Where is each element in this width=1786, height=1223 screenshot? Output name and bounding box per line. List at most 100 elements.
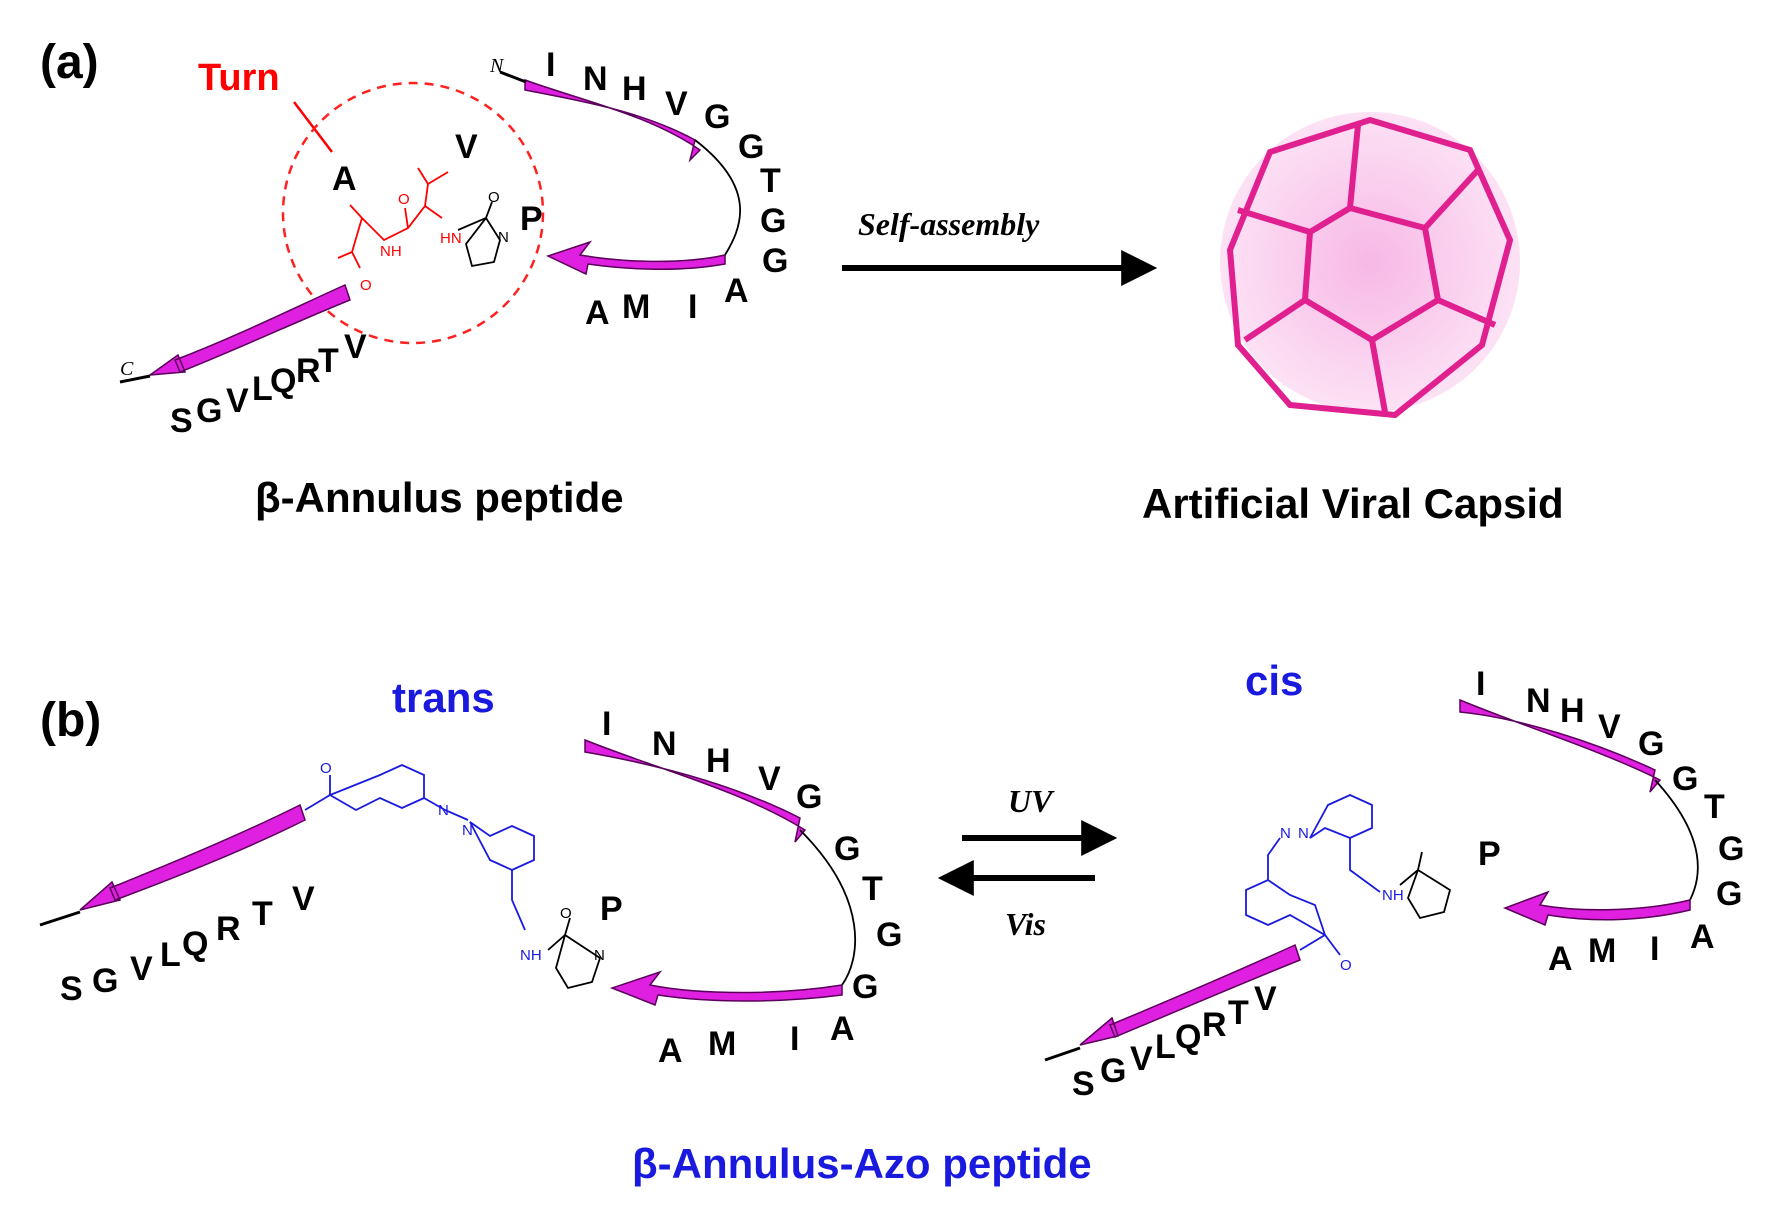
residue: S (60, 970, 83, 1008)
uv-label: UV (1008, 783, 1055, 819)
strand-c-term (147, 283, 351, 376)
atom-label: N (1298, 825, 1309, 842)
trans-strand-middle (609, 970, 843, 1006)
capsid-icon (1220, 112, 1520, 419)
residue: G (1672, 760, 1698, 798)
residue: Q (1175, 1018, 1201, 1056)
cis-label: cis (1245, 657, 1303, 704)
trans-azo-linker: O N N NH N O (304, 760, 605, 990)
cis-c-tail (1044, 1046, 1081, 1062)
strand-top (524, 78, 702, 163)
residue: M (708, 1025, 736, 1063)
residue: V (665, 85, 688, 123)
turn-pointer (293, 101, 333, 153)
residue: S (1072, 1065, 1095, 1103)
residue: V (1598, 708, 1621, 746)
residue: S (170, 402, 193, 440)
cis-azo-linker: N N O NH (1245, 794, 1452, 974)
turn-structure: NH HN O O N O (337, 167, 509, 294)
trans-strand-top (584, 738, 807, 843)
atom-label: N (498, 229, 509, 246)
residue: R (1202, 1006, 1227, 1044)
residue: P (1478, 835, 1501, 873)
atom-label: NH (380, 243, 402, 260)
residue: I (1476, 665, 1485, 703)
atom-label: N (594, 947, 605, 964)
panel-a: (a) Turn N C I N H V G G T G G A I M (40, 36, 1564, 527)
residue: M (622, 288, 650, 326)
atom-label: O (1340, 957, 1352, 974)
residue: I (688, 288, 697, 326)
residue: T (862, 870, 883, 908)
residue: N (583, 60, 608, 98)
strand-middle (545, 240, 726, 276)
n-term-tail (499, 70, 527, 84)
residue: I (602, 705, 611, 743)
residue: T (760, 162, 781, 200)
residue: G (852, 968, 878, 1006)
caption-capsid: Artificial Viral Capsid (1142, 480, 1564, 527)
residue: V (344, 328, 367, 366)
atom-label: NH (1382, 887, 1404, 904)
residue: I (790, 1020, 799, 1058)
residue: G (796, 778, 822, 816)
residues-bottom-a: A I M A (585, 272, 749, 332)
turn-residue-a: A (332, 160, 357, 198)
trans-c-tail (39, 910, 81, 927)
trans-loop (799, 829, 856, 986)
residue: G (762, 242, 788, 280)
residue: G (1638, 725, 1664, 763)
trans-label: trans (392, 674, 495, 721)
residue: R (296, 352, 321, 390)
c-terminus: C (120, 358, 134, 380)
residue: G (760, 202, 786, 240)
residue: G (1100, 1052, 1126, 1090)
residue: I (546, 46, 555, 84)
residue: G (876, 916, 902, 954)
residue: M (1588, 932, 1616, 970)
atom-label: O (360, 277, 372, 294)
residue: Q (182, 925, 208, 963)
residue: H (706, 742, 731, 780)
residue: Q (270, 362, 296, 400)
residue: G (196, 392, 222, 430)
cis-strand-middle (1502, 890, 1691, 927)
residue: G (1718, 830, 1744, 868)
atom-label: NH (520, 947, 542, 964)
loop-curve (694, 139, 742, 256)
turn-residue-v: V (455, 128, 478, 166)
residue: A (1548, 940, 1573, 978)
c-term-tail (119, 374, 151, 384)
residue: V (758, 760, 781, 798)
atom-label: O (320, 760, 332, 777)
residue: N (652, 725, 677, 763)
residue: R (216, 910, 241, 948)
atom-label: HN (440, 230, 462, 247)
cis-strand-left (1079, 943, 1301, 1046)
cis-residues: I N H V G G T G G A M I A P S G V L Q R … (1072, 665, 1744, 1103)
residue: G (92, 962, 118, 1000)
self-assembly-label: Self-assembly (858, 206, 1040, 242)
atom-label: N (462, 822, 473, 839)
residue: A (830, 1010, 855, 1048)
caption-annulus-azo: β-Annulus-Azo peptide (632, 1140, 1092, 1187)
residues-strand-a: S G V L Q R T V (170, 328, 367, 440)
atom-label: N (1280, 825, 1291, 842)
cis-loop (1654, 779, 1699, 901)
residue: A (1690, 918, 1715, 956)
atom-label: O (488, 189, 500, 206)
residue: I (1650, 930, 1659, 968)
residue: N (1526, 682, 1551, 720)
residue: V (226, 382, 249, 420)
cis-strand-top (1459, 698, 1662, 793)
residue: A (724, 272, 749, 310)
residue: V (292, 880, 315, 918)
residue: L (160, 936, 181, 974)
residue: L (252, 370, 273, 408)
residue: V (130, 950, 153, 988)
trans-strand-left (79, 803, 306, 911)
turn-circle (281, 81, 545, 345)
caption-annulus: β-Annulus peptide (255, 474, 624, 521)
residue: T (1704, 788, 1725, 826)
residue: G (738, 128, 764, 166)
